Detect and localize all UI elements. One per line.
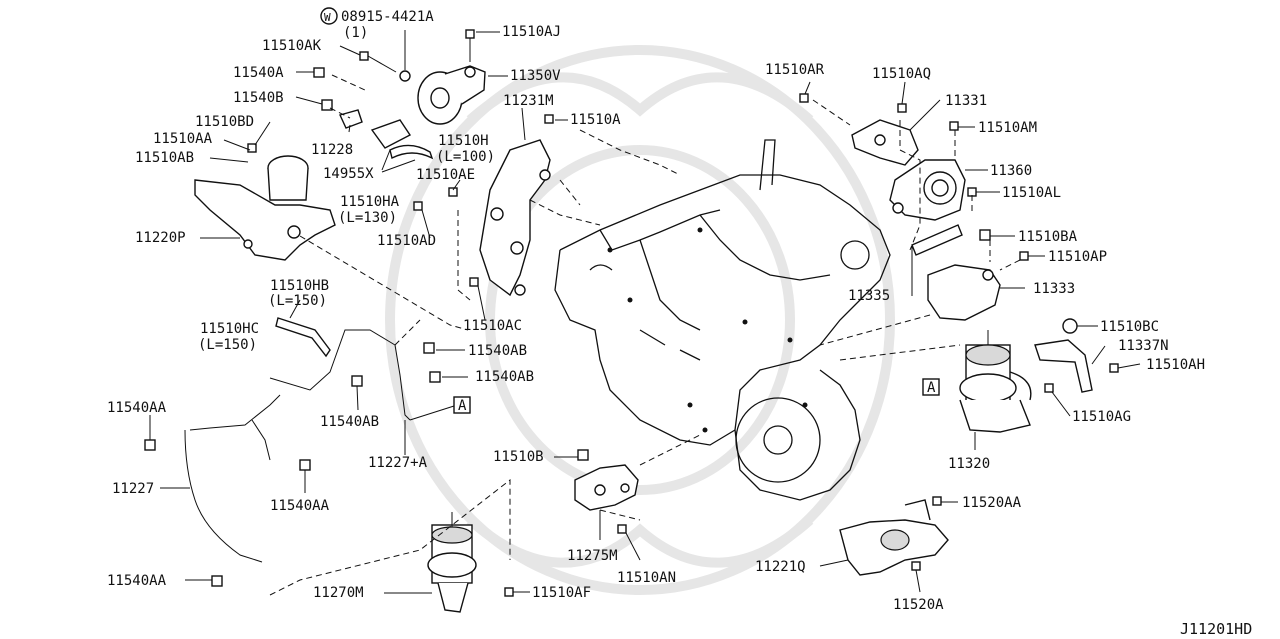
label-11510hb[interactable]: 11510HB	[270, 278, 329, 294]
part-11331-bracket[interactable]	[851, 119, 919, 166]
hose-11510hb[interactable]	[275, 317, 331, 358]
bolt-11510ak[interactable]	[359, 51, 397, 73]
label-11227a[interactable]: 11227+A	[368, 455, 428, 471]
label-08915-qty: (1)	[343, 25, 368, 41]
label-11510h[interactable]: 11510H	[438, 133, 489, 149]
part-11275m-bracket[interactable]	[574, 464, 639, 511]
label-11510am[interactable]: 11510AM	[978, 120, 1037, 136]
label-11510bc[interactable]: 11510BC	[1100, 319, 1159, 335]
label-11231m[interactable]: 11231M	[503, 93, 554, 109]
hose-11510h[interactable]	[389, 144, 434, 160]
label-11510bd[interactable]: 11510BD	[195, 114, 254, 130]
label-leaders	[149, 30, 1141, 594]
label-14955x[interactable]: 14955X	[323, 166, 374, 182]
label-11520a[interactable]: 11520A	[893, 597, 944, 613]
label-11510al[interactable]: 11510AL	[1002, 185, 1061, 201]
label-11350v[interactable]: 11350V	[510, 68, 561, 84]
label-11510ap[interactable]: 11510AP	[1048, 249, 1107, 265]
assembly-guide-lines	[269, 74, 1021, 596]
label-11540aa-1[interactable]: 11540AA	[107, 400, 167, 416]
label-11333[interactable]: 11333	[1033, 281, 1075, 297]
label-11510ah[interactable]: 11510AH	[1146, 357, 1205, 373]
part-11360-mount[interactable]	[889, 159, 966, 221]
label-11520aa[interactable]: 11520AA	[962, 495, 1022, 511]
background-watermark	[385, 45, 895, 595]
nut-11540a[interactable]	[313, 67, 325, 78]
label-11510aj[interactable]: 11510AJ	[502, 24, 561, 40]
label-11270m[interactable]: 11270M	[313, 585, 364, 601]
part-11228-bracket[interactable]	[339, 109, 363, 129]
label-11540b[interactable]: 11540B	[233, 90, 284, 106]
ref-a-left-text: A	[458, 398, 467, 414]
engine-block	[554, 139, 891, 501]
part-11270m-mount[interactable]	[427, 512, 477, 613]
label-11510hc[interactable]: 11510HC	[200, 321, 259, 337]
label-11510ha[interactable]: 11510HA	[340, 194, 400, 210]
washer-mark: W	[320, 7, 338, 25]
label-11510ac[interactable]: 11510AC	[463, 318, 522, 334]
label-11510hb-len: (L=150)	[268, 293, 327, 309]
w-mark-text: W	[324, 11, 331, 24]
label-11227[interactable]: 11227	[112, 481, 154, 497]
label-11228[interactable]: 11228	[311, 142, 353, 158]
part-14955x-sensor[interactable]	[370, 119, 412, 149]
label-11510ad[interactable]: 11510AD	[377, 233, 436, 249]
label-11510h-len: (L=100)	[436, 149, 495, 165]
label-11510ab[interactable]: 11510AB	[135, 150, 194, 166]
label-11510ar[interactable]: 11510AR	[765, 62, 825, 78]
label-11540ab-3[interactable]: 11540AB	[320, 414, 379, 430]
part-11231m-bracket[interactable]	[479, 139, 551, 297]
label-11510aq[interactable]: 11510AQ	[872, 66, 931, 82]
ref-box-a-right: A	[922, 378, 940, 396]
label-11220p[interactable]: 11220P	[135, 230, 186, 246]
diagram-code: J11201HD	[1180, 620, 1252, 638]
label-11337n[interactable]: 11337N	[1118, 338, 1169, 354]
nut-11510bc[interactable]	[1062, 318, 1078, 334]
ref-a-right-text: A	[927, 380, 936, 396]
label-11540aa-3[interactable]: 11540AA	[107, 573, 167, 589]
label-11510ae[interactable]: 11510AE	[416, 167, 475, 183]
label-11331[interactable]: 11331	[945, 93, 987, 109]
label-11320[interactable]: 11320	[948, 456, 990, 472]
part-labels: 08915-4421A (1) 11510AJ 11510AK 11350V 1…	[107, 9, 1252, 638]
label-11540ab-2[interactable]: 11540AB	[475, 369, 534, 385]
part-11350v-bushing[interactable]	[417, 65, 486, 125]
nut-11540b[interactable]	[321, 99, 333, 111]
bolt-11510aj[interactable]	[465, 29, 475, 62]
label-11335[interactable]: 11335	[848, 288, 890, 304]
part-11333-bracket[interactable]	[927, 264, 1001, 321]
label-11510an[interactable]: 11510AN	[617, 570, 676, 586]
part-11227-harness[interactable]	[184, 344, 411, 563]
label-11510hc-len: (L=150)	[198, 337, 257, 353]
part-11220p-mount[interactable]	[194, 143, 336, 261]
label-11510a[interactable]: 11510A	[570, 112, 621, 128]
part-11335-link[interactable]	[911, 224, 963, 256]
label-08915-4421a[interactable]: 08915-4421A	[341, 9, 434, 25]
label-11275m[interactable]: 11275M	[567, 548, 618, 564]
part-11337n-bracket[interactable]	[1034, 339, 1093, 393]
label-11510ak[interactable]: 11510AK	[262, 38, 322, 54]
label-11540ab-1[interactable]: 11540AB	[468, 343, 527, 359]
label-11510b[interactable]: 11510B	[493, 449, 544, 465]
part-11320-mount[interactable]	[959, 330, 1032, 433]
label-11510ag[interactable]: 11510AG	[1072, 409, 1131, 425]
label-11510aa-top[interactable]: 11510AA	[153, 131, 213, 147]
washer-08915-4421a[interactable]	[399, 70, 411, 82]
label-11510af[interactable]: 11510AF	[532, 585, 591, 601]
part-11221q-mount[interactable]	[839, 499, 949, 576]
label-11510ha-len: (L=130)	[338, 210, 397, 226]
label-11221q[interactable]: 11221Q	[755, 559, 806, 575]
bolt-set[interactable]	[144, 93, 1119, 597]
label-11510ba[interactable]: 11510BA	[1018, 229, 1078, 245]
label-11540aa-2[interactable]: 11540AA	[270, 498, 330, 514]
label-11360[interactable]: 11360	[990, 163, 1032, 179]
ref-box-a-left: A	[453, 396, 471, 414]
label-11540a[interactable]: 11540A	[233, 65, 284, 81]
hose-11510hc[interactable]	[269, 329, 396, 391]
